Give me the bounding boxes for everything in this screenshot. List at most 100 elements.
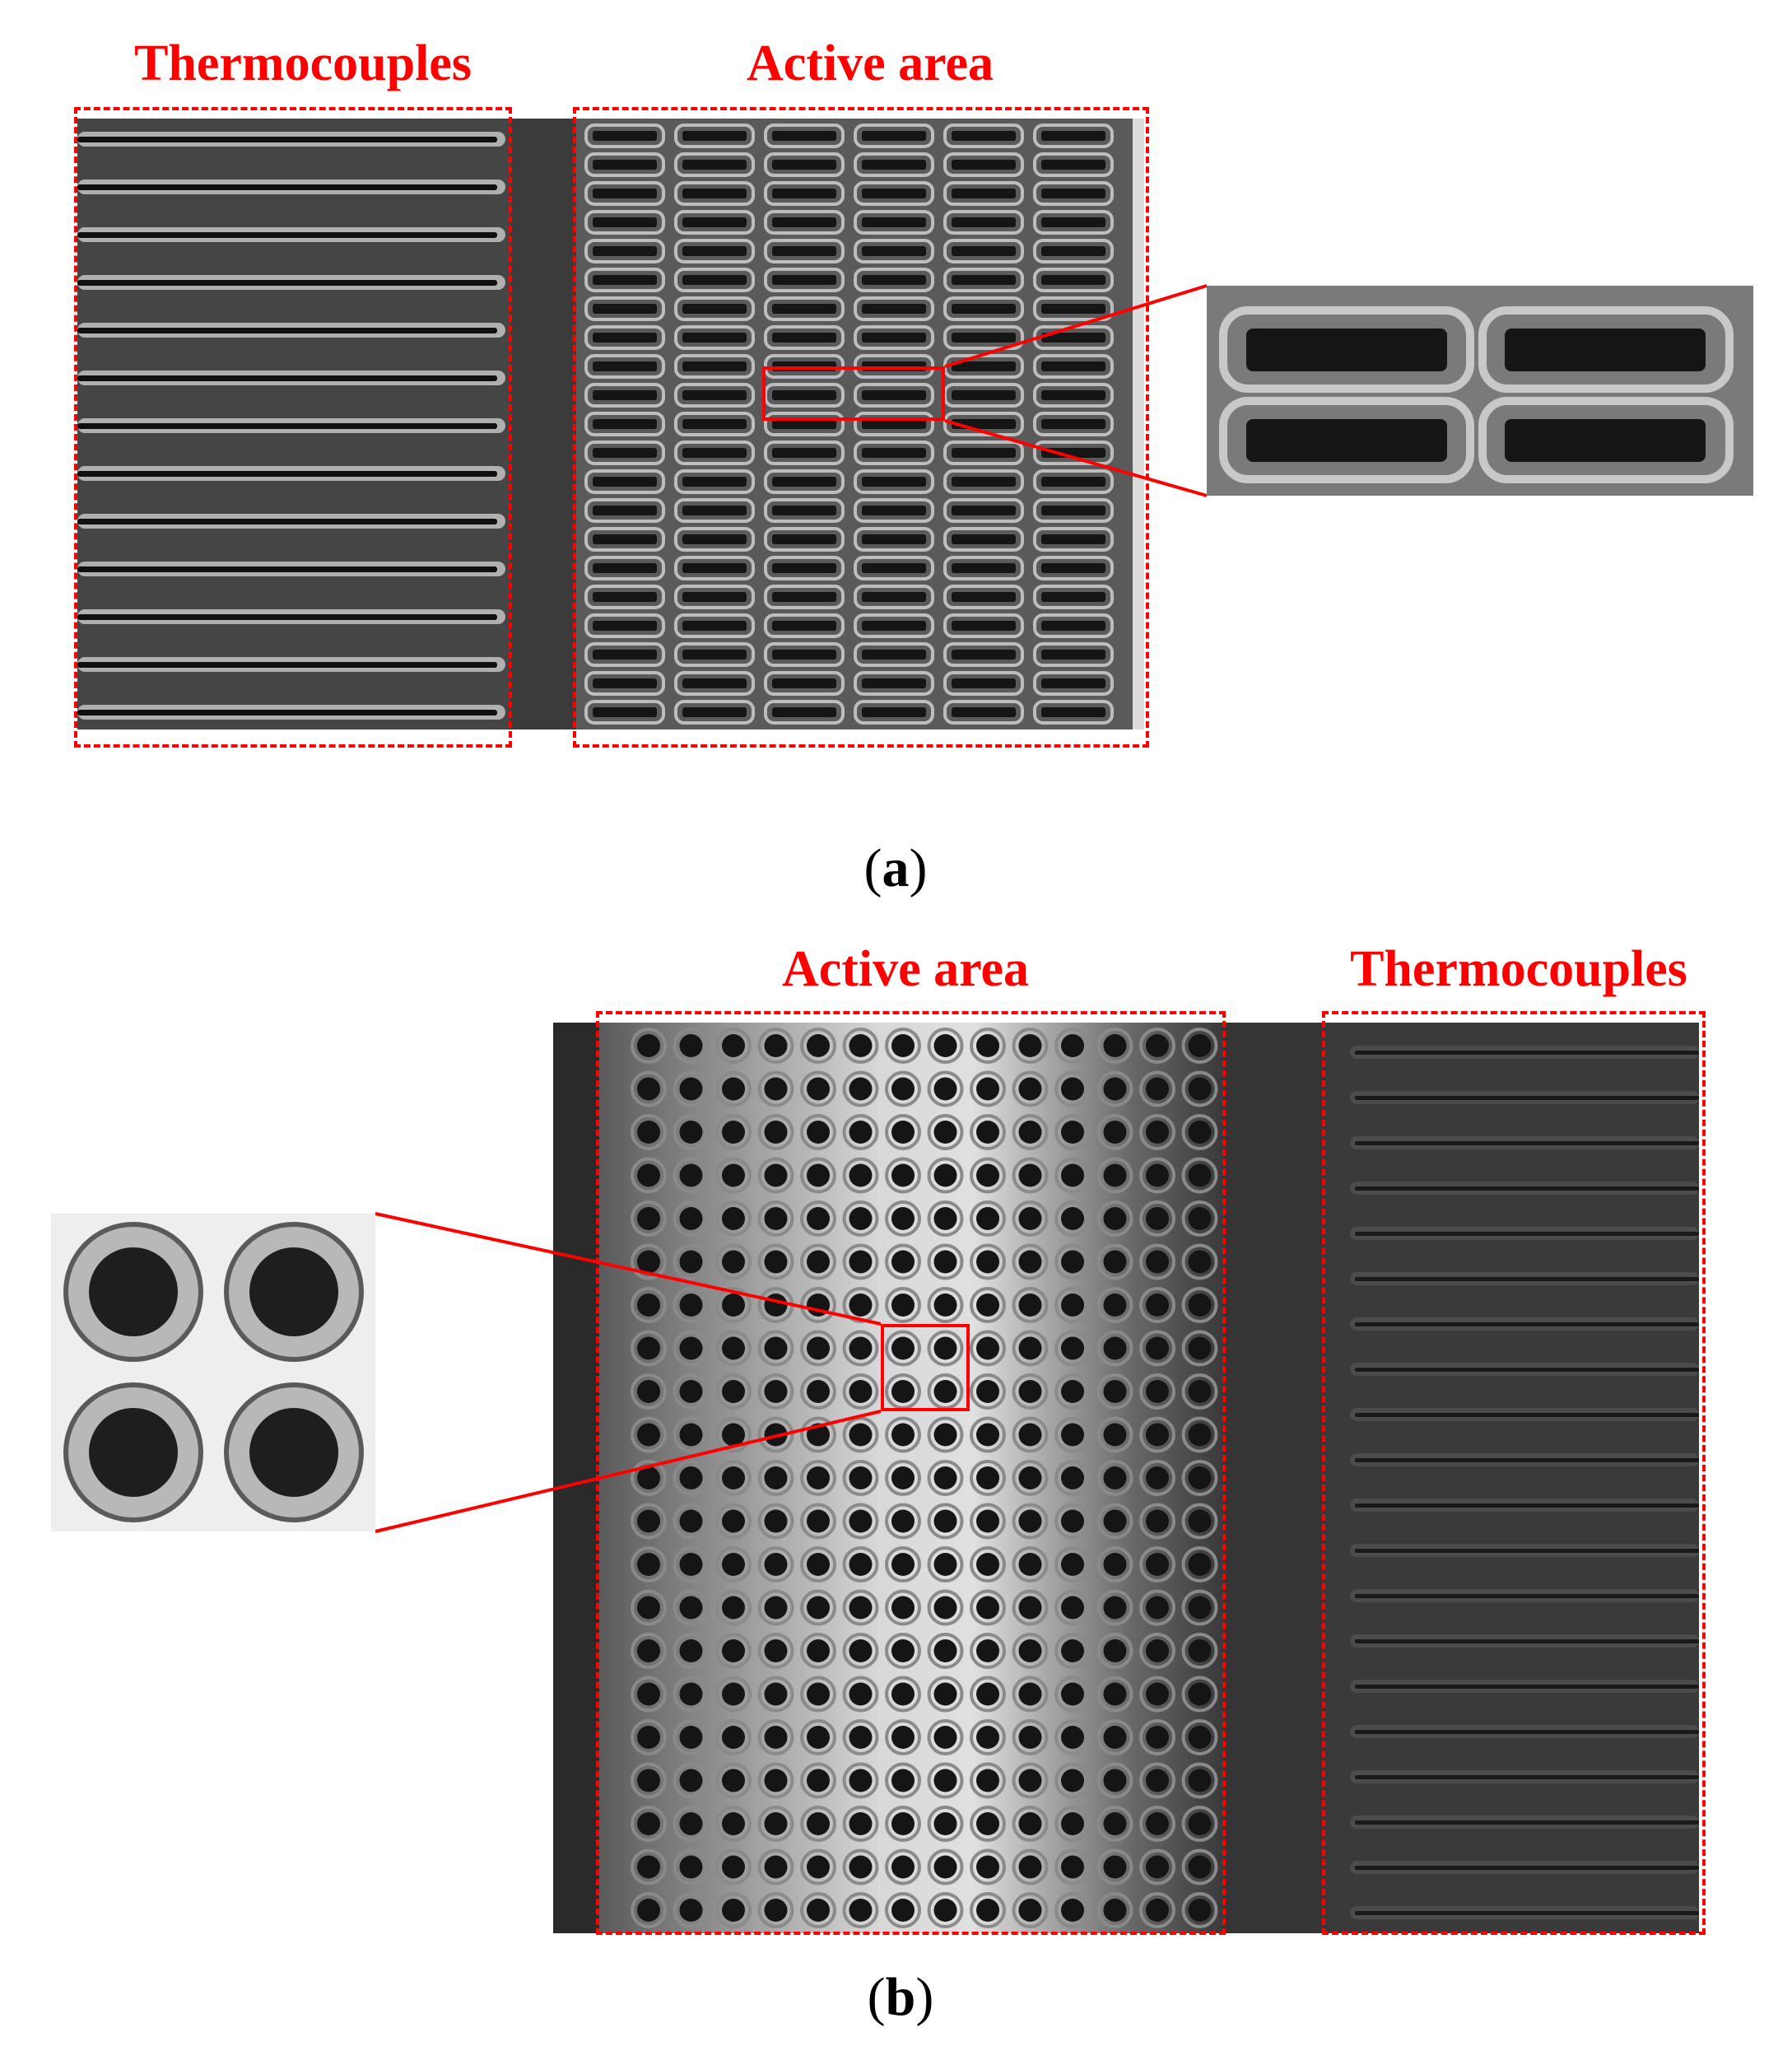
slot-frame <box>674 671 755 696</box>
hole-ring <box>1054 1806 1091 1842</box>
hole <box>1146 1769 1169 1792</box>
slot-hole <box>682 160 747 170</box>
slot-hole <box>1041 621 1105 631</box>
slot-frame <box>854 440 934 465</box>
hole <box>1018 1596 1042 1620</box>
hole <box>1188 1077 1212 1101</box>
hole <box>807 1899 830 1922</box>
slot-hole <box>1041 217 1105 227</box>
slot-frame <box>1033 412 1114 436</box>
slot-frame <box>584 296 665 321</box>
hole-ring <box>1012 1070 1049 1107</box>
slot-frame <box>1033 613 1114 638</box>
hole-ring <box>757 1589 794 1626</box>
hole <box>976 1077 999 1101</box>
slot-frame <box>1033 700 1114 725</box>
hole <box>1188 1726 1212 1749</box>
hole-ring <box>1054 1762 1091 1799</box>
hole-ring <box>1139 1892 1175 1928</box>
hole <box>679 1163 703 1187</box>
hole <box>933 1899 957 1922</box>
hole-ring <box>715 1806 752 1842</box>
hole-ring <box>1096 1243 1133 1280</box>
hole <box>891 1855 915 1879</box>
slot-hole <box>772 650 836 660</box>
slot-frame <box>584 642 665 667</box>
hole-ring <box>673 1028 710 1064</box>
hole <box>722 1077 745 1101</box>
hole <box>933 1466 957 1489</box>
hole-ring <box>842 1287 879 1323</box>
slot-hole <box>682 275 747 285</box>
hole <box>722 1163 745 1187</box>
hole <box>1188 1250 1212 1274</box>
hole <box>722 1121 745 1144</box>
hole <box>679 1812 703 1835</box>
hole <box>637 1682 660 1706</box>
hole-ring <box>1096 1806 1133 1842</box>
slot-hole <box>593 160 657 170</box>
slot-hole <box>1041 246 1105 256</box>
hole <box>637 1423 660 1447</box>
hole <box>933 1855 957 1879</box>
hole-ring <box>631 1114 667 1150</box>
hole <box>807 1682 830 1706</box>
hole-ring <box>1054 1589 1091 1626</box>
hole-ring <box>1054 1633 1091 1669</box>
slot-frame <box>943 383 1024 408</box>
hole <box>1061 1466 1084 1489</box>
hole <box>807 1034 830 1057</box>
hole-ring <box>970 1373 1006 1410</box>
slot-frame <box>584 469 665 494</box>
hole-ring <box>1139 1200 1175 1237</box>
slot-frame <box>674 239 755 263</box>
slot-hole <box>862 477 926 487</box>
hole <box>637 1726 660 1749</box>
hole <box>976 1207 999 1230</box>
hole-ring <box>1012 1762 1049 1799</box>
hole-ring <box>1181 1503 1218 1540</box>
hole-ring <box>842 1200 879 1237</box>
slot-hole <box>682 304 747 314</box>
hole <box>807 1336 830 1360</box>
slot-hole <box>593 563 657 573</box>
slot-frame <box>764 700 845 725</box>
slot-frame <box>1033 152 1114 177</box>
hole-ring <box>1096 1028 1133 1064</box>
slot-hole <box>862 275 926 285</box>
slot-frame <box>764 642 845 667</box>
hole-ring <box>1139 1330 1175 1367</box>
hole <box>1061 1726 1084 1749</box>
hole-ring <box>1054 1200 1091 1237</box>
hole <box>891 1250 915 1274</box>
hole-ring <box>1054 1416 1091 1453</box>
hole-ring <box>885 1028 921 1064</box>
hole <box>1061 1596 1084 1620</box>
hole <box>722 1553 745 1576</box>
hole-ring <box>1181 1676 1218 1713</box>
hole-ring <box>842 1243 879 1280</box>
hole <box>637 1207 660 1230</box>
hole-ring <box>970 1848 1006 1886</box>
slot-frame <box>674 354 755 379</box>
slot-hole <box>1041 707 1105 717</box>
panel-b-thermocouples-label: Thermocouples <box>1350 941 1687 997</box>
hole-ring <box>970 1719 1006 1755</box>
slot-frame <box>674 498 755 523</box>
hole <box>976 1163 999 1187</box>
hole-ring <box>715 1892 752 1928</box>
hole-ring <box>631 1070 667 1107</box>
hole <box>1146 1466 1169 1489</box>
hole <box>891 1899 915 1922</box>
hole <box>807 1596 830 1620</box>
hole-ring <box>927 1633 964 1669</box>
hole-ring <box>1181 1806 1218 1842</box>
hole-ring <box>673 1157 710 1194</box>
thermocouple-line <box>77 280 497 286</box>
hole <box>722 1207 745 1230</box>
hole <box>807 1812 830 1835</box>
slot-frame <box>943 239 1024 263</box>
slot-hole <box>952 707 1016 717</box>
hole-ring <box>800 1503 836 1540</box>
